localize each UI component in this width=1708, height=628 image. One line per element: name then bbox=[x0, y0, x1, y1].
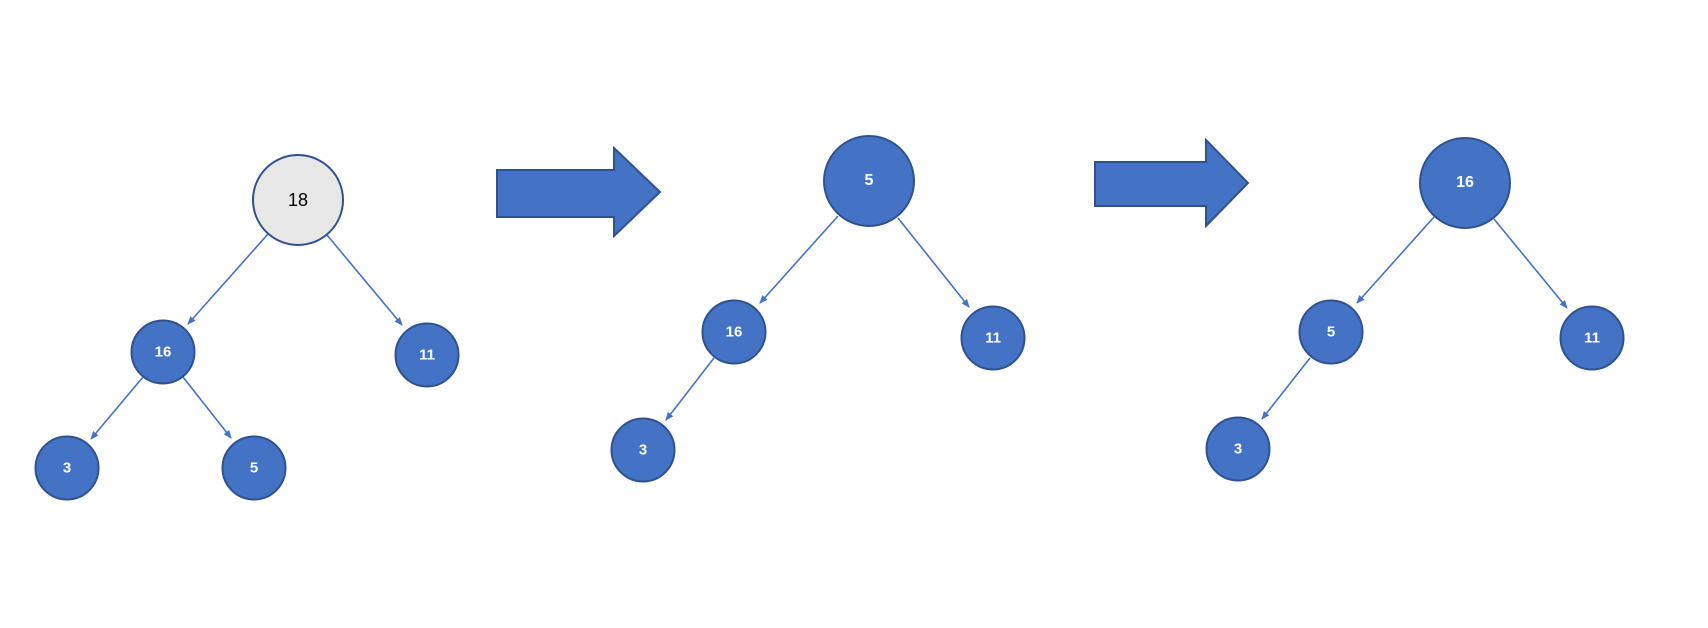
tree1-node-root: 18 bbox=[252, 154, 344, 246]
tree1-edge-root-left bbox=[187, 233, 269, 325]
tree2-node-right: 11 bbox=[960, 305, 1026, 371]
tree1-node-left: 16 bbox=[130, 319, 196, 385]
tree1-node-left-left: 3 bbox=[34, 435, 100, 501]
tree2-node-left-left: 3 bbox=[610, 417, 676, 483]
tree3-edge-root-left bbox=[1356, 216, 1435, 304]
tree1-edge-left-leftleft bbox=[90, 376, 144, 440]
step-arrow-1-icon bbox=[496, 145, 662, 239]
tree3-edge-root-right bbox=[1493, 218, 1568, 309]
tree3-node-root: 16 bbox=[1419, 137, 1511, 229]
tree3-node-left: 5 bbox=[1298, 299, 1364, 365]
tree2-edge-left-leftleft bbox=[665, 357, 715, 421]
tree1-node-right: 11 bbox=[394, 322, 460, 388]
tree3-edges bbox=[1261, 216, 1568, 420]
tree1-edge-root-right bbox=[326, 234, 403, 326]
tree2-node-root: 5 bbox=[823, 135, 915, 227]
tree1-node-left-right: 5 bbox=[221, 435, 287, 501]
step-arrow-2-icon bbox=[1094, 137, 1250, 229]
tree3-edge-left-leftleft bbox=[1261, 357, 1311, 420]
tree1-edges bbox=[90, 233, 403, 440]
tree3-node-right: 11 bbox=[1559, 305, 1625, 371]
tree2-edge-root-left bbox=[759, 215, 839, 304]
tree2-node-left: 16 bbox=[701, 299, 767, 365]
tree1-edge-left-leftright bbox=[182, 376, 232, 439]
tree3-node-left-left: 3 bbox=[1205, 416, 1271, 482]
tree2-edges bbox=[665, 215, 970, 421]
tree2-edge-root-right bbox=[897, 217, 970, 308]
